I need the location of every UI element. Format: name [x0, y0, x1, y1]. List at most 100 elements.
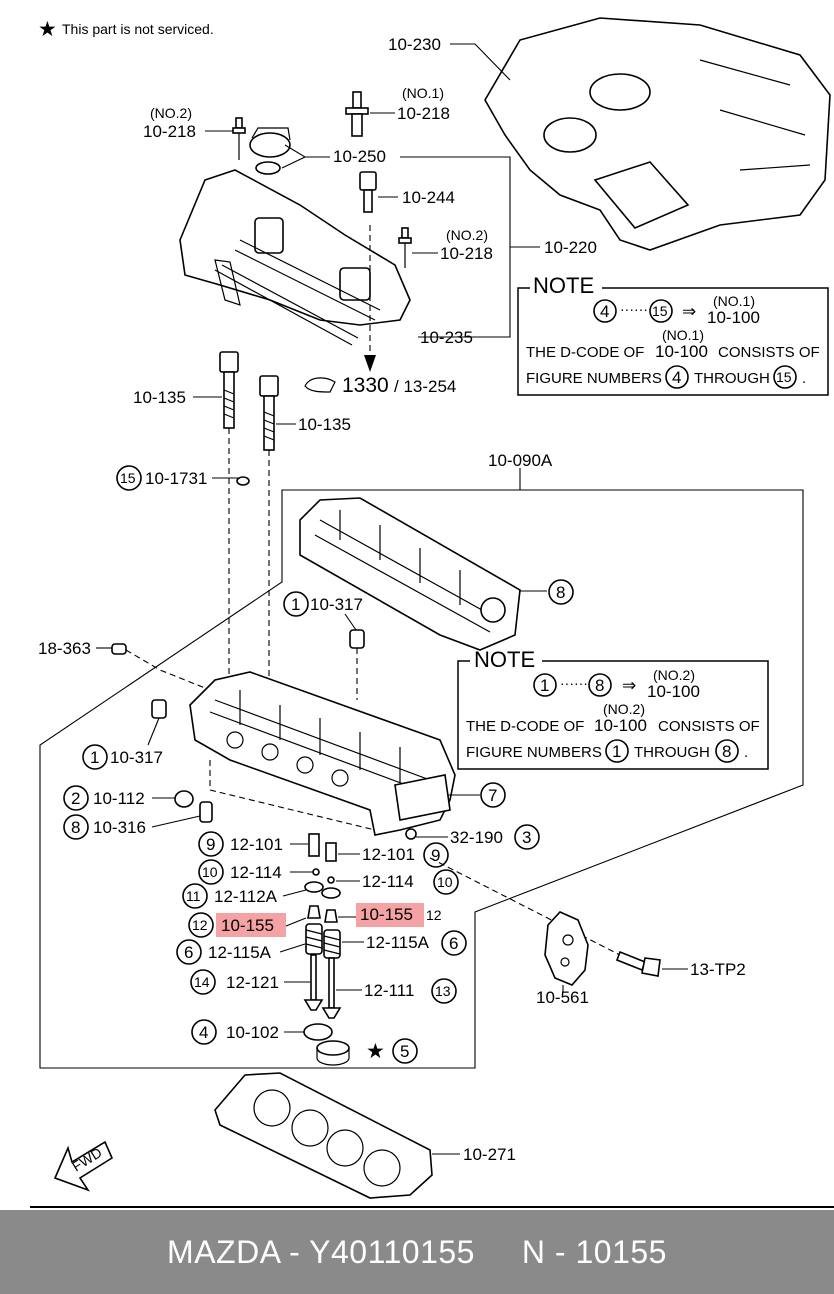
- label-12-114-a: 12-114: [230, 863, 282, 882]
- parts-diagram: ★ This part is not serviced. 10-230 10-2…: [30, 17, 834, 1208]
- label-10-316: 10-316: [93, 818, 146, 837]
- cylinder-head: [189, 671, 456, 836]
- note1-line2e: .: [802, 370, 806, 387]
- label-10-218-no1: 10-218: [397, 104, 450, 123]
- note2-line2b: 1: [612, 742, 621, 761]
- note2-line2c: THROUGH: [634, 744, 710, 761]
- note-box-no2: NOTE 1 ······ 8 ⇒ (NO.2) 10-100 (NO.2) T…: [457, 647, 769, 770]
- valve-seat-10-102: [303, 1023, 333, 1041]
- label-1330: 1330: [342, 374, 389, 397]
- label-10-1731-num: 15: [120, 470, 136, 486]
- label-10-317-a: 10-317: [310, 595, 363, 614]
- footer-bar: MAZDA - Y40110155 N - 10155: [0, 1210, 834, 1294]
- cylinder-head-assy-box: [39, 489, 804, 1069]
- label-10-244: 10-244: [402, 188, 455, 207]
- note1-title: NOTE: [533, 273, 594, 298]
- exhaust-valve: [321, 957, 342, 1019]
- head-bolt-short: [259, 375, 279, 700]
- label-12-112a: 12-112A: [214, 887, 278, 906]
- note1-line2a: FIGURE NUMBERS: [526, 370, 662, 387]
- label-12-101-b: 12-101: [362, 845, 415, 864]
- note2-line2e: .: [744, 744, 748, 761]
- label-12-101-b-num: 9: [431, 846, 440, 865]
- label-10-271: 10-271: [463, 1145, 516, 1164]
- label-12-114-a-num: 10: [202, 864, 218, 880]
- valve-seat-unserviced: [316, 1040, 350, 1066]
- label-10-317-b: 10-317: [110, 748, 163, 767]
- bolt-10-244: [359, 171, 377, 213]
- note1-tag2: (NO.1): [662, 327, 704, 343]
- note1-line2d: 15: [776, 369, 792, 385]
- label-12-115a: 12-115A: [208, 943, 272, 962]
- label-10-218-no2b-tag: (NO.2): [446, 227, 488, 243]
- label-10-135-a: 10-135: [133, 388, 186, 407]
- note1-line2c: THROUGH: [694, 370, 770, 387]
- oil-filler-cap: [249, 127, 291, 175]
- spring-retainer-a: [304, 881, 324, 893]
- plug-18-363: [111, 643, 127, 655]
- note2-code: 10-100: [647, 682, 700, 701]
- unserviced-star-icon: ★: [366, 1040, 385, 1063]
- note1-tag: (NO.1): [713, 293, 755, 309]
- valve-seal-b: [324, 909, 338, 923]
- valve-spring-b: [323, 929, 341, 959]
- label-12-114-b: 12-114: [362, 872, 414, 891]
- label-10-112: 10-112: [93, 789, 145, 808]
- label-12-112a-num: 11: [186, 888, 201, 904]
- legend-text: This part is not serviced.: [62, 21, 214, 37]
- note2-to: 8: [595, 676, 604, 695]
- note1-code: 10-100: [707, 308, 760, 327]
- label-10-218-no2b: 10-218: [440, 244, 493, 263]
- label-10-220: 10-220: [544, 238, 597, 257]
- fwd-arrow-icon: FWD: [53, 1140, 114, 1192]
- note2-line2d: 8: [722, 742, 731, 761]
- note1-from: 4: [600, 302, 609, 321]
- label-5-num: 5: [400, 1042, 409, 1061]
- bolt-13-tp2: [615, 950, 661, 977]
- label-7: 7: [488, 786, 497, 805]
- note2-line1b: 10-100: [594, 716, 647, 735]
- label-10-250: 10-250: [333, 147, 386, 166]
- label-13-254: / 13-254: [394, 377, 456, 396]
- seal-10-1731: [236, 476, 250, 486]
- camshaft-carrier: [299, 497, 521, 651]
- label-10-218-no2-tag: (NO.2): [150, 105, 192, 121]
- label-10-1731: 10-1731: [145, 469, 207, 488]
- intake-valve: [303, 954, 324, 1011]
- plug-32-190: [405, 828, 417, 840]
- label-10-102: 10-102: [226, 1023, 279, 1042]
- engine-cover: [484, 17, 831, 251]
- label-10-561: 10-561: [536, 988, 589, 1007]
- label-13-tp2: 13-TP2: [690, 960, 746, 979]
- label-12-101-a-num: 9: [206, 835, 215, 854]
- note2-arrow: ⇒: [622, 676, 636, 695]
- valve-keeper-b: [327, 876, 335, 884]
- note1-line1b: 10-100: [655, 342, 708, 361]
- label-10-218-no1-tag: (NO.1): [402, 85, 444, 101]
- label-10-155-b: 10-155: [360, 905, 413, 924]
- label-10-155-a-num: 12: [192, 917, 208, 933]
- label-10-218-no2: 10-218: [143, 122, 196, 141]
- label-12-111: 12-111: [364, 981, 414, 1000]
- note1-line2b: 4: [672, 368, 681, 387]
- note1-arrow: ⇒: [682, 302, 696, 321]
- dowel-pin-top: [349, 629, 365, 649]
- label-12-114-b-num: 10: [437, 874, 453, 890]
- label-10-317-a-num: 1: [291, 595, 300, 614]
- label-12-121: 12-121: [226, 973, 279, 992]
- valve-seal-a: [307, 905, 321, 919]
- note-box-no1: NOTE 4 ······ 15 ⇒ (NO.1) 10-100 (NO.1) …: [517, 273, 829, 396]
- legend-star-icon: ★: [38, 18, 57, 41]
- label-10-102-num: 4: [199, 1023, 208, 1042]
- note2-title: NOTE: [474, 647, 535, 672]
- label-12-121-num: 14: [194, 974, 210, 990]
- note2-tag2: (NO.2): [603, 701, 645, 717]
- note1-line1c: CONSISTS OF: [718, 344, 820, 361]
- sealant-tube-icon: [304, 377, 336, 393]
- label-10-112-num: 2: [71, 789, 80, 808]
- head-bolt-long: [219, 351, 239, 700]
- label-12-101-a: 12-101: [230, 835, 283, 854]
- label-3: 3: [522, 828, 531, 847]
- footer-part-number: MAZDA - Y40110155 N - 10155: [167, 1233, 667, 1270]
- label-10-135-b: 10-135: [298, 415, 351, 434]
